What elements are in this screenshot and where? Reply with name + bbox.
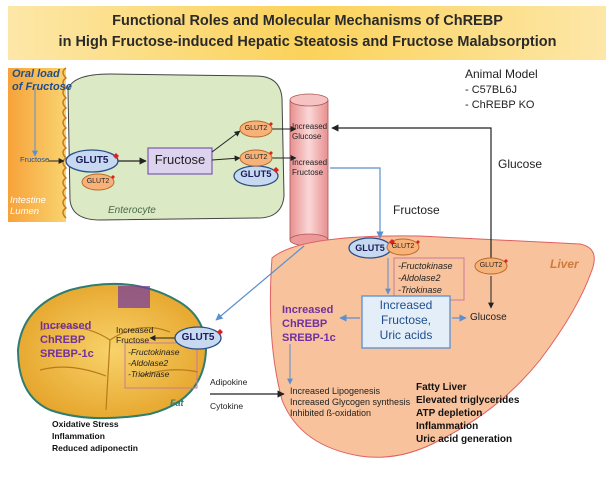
- enterocyte-label: Enterocyte: [108, 205, 156, 216]
- vessel-fructose-label-2: Fructose: [292, 168, 324, 177]
- liver-outcome: Uric acid generation: [416, 434, 513, 445]
- fat-vessel: [118, 286, 150, 308]
- center-fructose-label-3: Uric acids: [379, 328, 433, 342]
- liver-outcome: Elevated triglycerides: [416, 395, 520, 406]
- animal-model-item: - ChREBP KO: [465, 99, 535, 111]
- liver-chrebp-label-2: ChREBP: [282, 318, 328, 330]
- transporter-marks: [111, 122, 508, 335]
- fat-fructose-label: Increased: [116, 325, 154, 335]
- lumen-fructose-label: Fructose: [20, 155, 50, 164]
- glut2-top-oval: [239, 120, 273, 138]
- oral-load-label-2: of Fructose: [12, 81, 72, 93]
- fat-tissue: [16, 282, 208, 420]
- fat-fructose-label-2: Fructose: [116, 335, 150, 345]
- arrow-liver-glut2-to-vessel: [331, 124, 492, 258]
- liver-enzyme: -Aldolase2: [398, 273, 441, 283]
- glut5-vessel-label: GLUT5: [240, 169, 272, 180]
- intestine-lumen-label-2: Lumen: [10, 206, 40, 217]
- fat-chrebp-label-2: ChREBP: [40, 334, 86, 346]
- vessel-fructose-label: Increased: [292, 158, 328, 167]
- red-mark-icon: [111, 175, 115, 179]
- glucose-label: Glucose: [498, 157, 543, 171]
- glut2-liver-left-oval: [386, 238, 420, 256]
- liver-effect: Inhibited ß-oxidation: [290, 408, 372, 418]
- fat-enzyme: -Triokinase: [128, 369, 170, 379]
- title-band: [8, 6, 606, 60]
- red-mark-icon: [504, 259, 508, 263]
- glut5-fat-oval: [174, 326, 222, 350]
- glut2-liver-left-label: GLUT2: [391, 243, 415, 250]
- animal-model-item: - C57BL6J: [465, 84, 517, 96]
- glut2-liver-right-oval: [474, 257, 508, 275]
- blood-vessel-top: [289, 93, 329, 107]
- red-mark-icon: [273, 167, 279, 173]
- fat-label: Fat: [170, 398, 184, 408]
- title-line-1: Functional Roles and Molecular Mechanism…: [112, 13, 503, 29]
- arrow-fructose-to-glut2-mid: [211, 155, 241, 162]
- microvilli: [62, 67, 68, 219]
- center-fructose-label: Increased: [379, 298, 433, 312]
- enterocyte-cell: [67, 73, 285, 221]
- cytokine-label: Cytokine: [210, 401, 244, 411]
- liver-outcome: Fatty Liver: [416, 382, 467, 393]
- fructose-box: [147, 147, 213, 175]
- liver-outcome: Inflammation: [416, 421, 479, 432]
- title-line-2: in High Fructose-induced Hepatic Steatos…: [58, 34, 557, 50]
- fat-outcome: Reduced adiponectin: [52, 443, 138, 453]
- fat-outcome: Inflammation: [52, 431, 105, 441]
- glut2-intestine-label: GLUT2: [86, 178, 110, 185]
- red-mark-icon: [269, 151, 273, 155]
- adipokine-label: Adipokine: [210, 377, 248, 387]
- liver-chrebp-label: Increased: [282, 304, 334, 316]
- arrows: [32, 88, 494, 398]
- glut5-intestine-label: GLUT5: [75, 155, 109, 166]
- liver-chrebp-label-3: SREBP-1c: [282, 332, 336, 344]
- fructose-label: Fructose: [393, 203, 440, 217]
- liver-label: Liver: [550, 257, 579, 271]
- glut2-mid-oval: [239, 149, 273, 167]
- glut2-mid-label: GLUT2: [244, 154, 268, 161]
- red-mark-icon: [416, 240, 420, 244]
- fructose-box-label: Fructose: [154, 152, 206, 167]
- glut5-liver-label: GLUT5: [355, 243, 385, 253]
- animal-model-heading: Animal Model: [465, 67, 538, 81]
- liver-enzyme: -Fructokinase: [398, 261, 453, 271]
- arrow-fructose-to-glut2-top: [211, 130, 241, 153]
- oral-load-label: Oral load: [12, 68, 60, 80]
- glut2-liver-right-label: GLUT2: [479, 262, 503, 269]
- red-mark-icon: [269, 122, 273, 126]
- fat-enzyme: -Aldolase2: [128, 358, 169, 368]
- fat-enzyme: -Fructokinase: [128, 347, 180, 357]
- vessel-glucose-label-2: Glucose: [292, 132, 322, 141]
- center-fructose-box: [361, 295, 451, 349]
- liver-effect: Increased Lipogenesis: [290, 386, 381, 396]
- arrow-vessel-to-fat: [215, 245, 305, 321]
- glut2-top-label: GLUT2: [244, 125, 268, 132]
- center-fructose-label-2: Fructose,: [380, 313, 431, 327]
- fat-chrebp-label: Increased: [40, 320, 92, 332]
- liver-enzyme: -Triokinase: [398, 285, 442, 295]
- liver-effect: Increased Glycogen synthesis: [290, 397, 411, 407]
- red-mark-icon: [217, 329, 223, 335]
- intestine-lumen-label: Intestine: [10, 195, 46, 206]
- red-mark-icon: [113, 153, 119, 159]
- fat-enzyme-box: [124, 342, 198, 389]
- glut2-intestine-oval: [81, 173, 115, 191]
- arrow-vessel-to-liver-glut5: [330, 167, 384, 239]
- red-mark-icon: [389, 239, 395, 245]
- fat-chrebp-label-3: SREBP-1c: [40, 348, 94, 360]
- intestine-lumen: [8, 68, 66, 222]
- liver-outcome: ATP depletion: [416, 408, 483, 419]
- vessel-glucose-label: Increased: [292, 122, 328, 131]
- fat-outcome: Oxidative Stress: [52, 419, 119, 429]
- glut5-intestine-oval: [65, 149, 119, 173]
- liver-glucose-label: Glucose: [470, 312, 507, 323]
- glut5-fat-label: GLUT5: [181, 332, 215, 343]
- fat-cell-boundaries: [39, 326, 199, 411]
